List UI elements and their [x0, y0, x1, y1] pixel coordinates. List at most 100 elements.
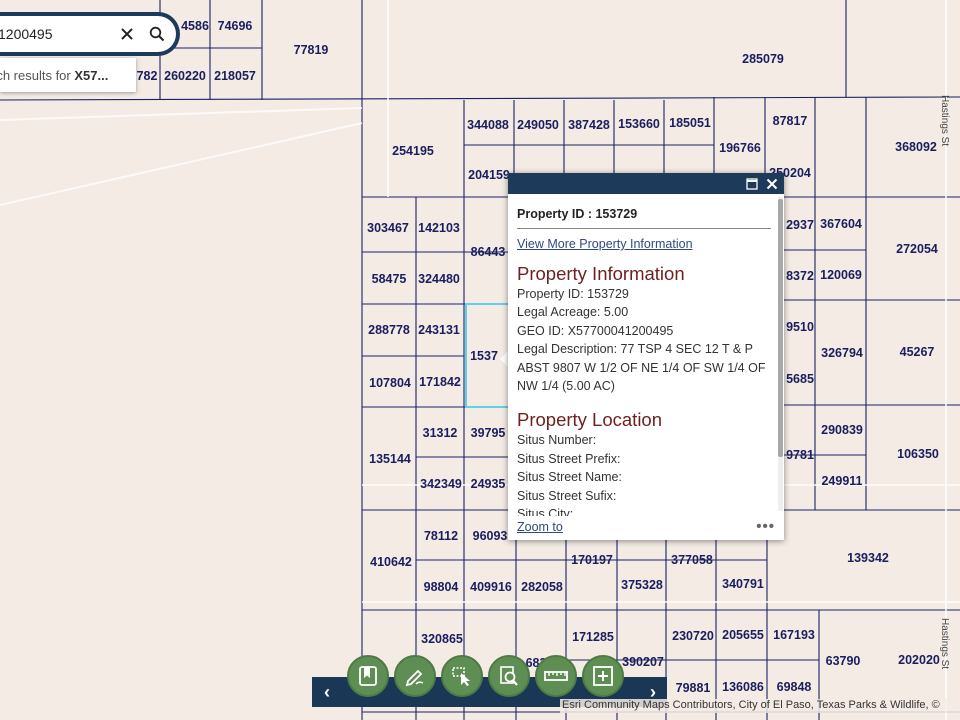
parcel-label: 4586 — [181, 19, 209, 33]
parcel-label: 9510 — [786, 320, 814, 334]
parcel-label: 63790 — [825, 654, 861, 668]
street-label: Hastings St — [939, 95, 950, 147]
add-data-widget-button[interactable] — [582, 655, 624, 697]
close-popup-button[interactable] — [764, 176, 780, 192]
parcel-label-selected: 1537 — [470, 349, 498, 363]
parcel-label: 136086 — [722, 680, 764, 694]
select-widget-button[interactable] — [441, 655, 483, 697]
close-icon — [121, 28, 133, 40]
parcel-label: 375328 — [621, 578, 663, 592]
parcel-label: 288778 — [368, 323, 410, 337]
parcel-label: 243131 — [418, 323, 460, 337]
parcel-label: 390207 — [622, 655, 664, 669]
draw-widget-button[interactable] — [394, 655, 436, 697]
property-information-heading: Property Information — [517, 263, 685, 284]
bookmark-widget-button[interactable] — [347, 655, 389, 697]
parcel-label: 139342 — [847, 551, 889, 565]
clear-search-button[interactable] — [112, 19, 142, 49]
situs-city-field: Situs City: — [517, 507, 574, 516]
parcel-label: 230720 — [672, 629, 714, 643]
parcel-label: 98804 — [423, 580, 459, 594]
pencil-icon — [405, 669, 424, 687]
parcel-label: 31312 — [422, 426, 458, 440]
parcel-label: 5685 — [786, 372, 814, 386]
popup-scrollbar-thumb[interactable] — [778, 199, 783, 457]
search-button[interactable] — [142, 19, 172, 49]
parcel-label: 86443 — [470, 245, 506, 259]
parcel-label: 8372 — [786, 269, 814, 283]
parcel-label: 320865 — [421, 632, 463, 646]
zoom-to-link[interactable]: Zoom to — [517, 519, 563, 534]
toolbar-previous-button[interactable]: ‹ — [324, 681, 330, 702]
parcel-label: 272054 — [896, 242, 938, 256]
legal-acreage-field: Legal Acreage: 5.00 — [517, 305, 629, 320]
parcel-label: 74696 — [217, 19, 253, 33]
parcel-label: 170197 — [571, 553, 613, 567]
parcel-label: 367604 — [820, 217, 862, 231]
more-actions-button[interactable]: ••• — [756, 518, 775, 535]
query-widget-button[interactable] — [488, 655, 530, 697]
parcel-label: 87817 — [772, 114, 808, 128]
parcel-label: 120069 — [820, 268, 862, 282]
suggestion-term: X57... — [74, 67, 109, 83]
search-input[interactable] — [0, 26, 112, 42]
parcel-label: 45267 — [899, 345, 935, 359]
parcel-label: 340791 — [722, 577, 764, 591]
parcel-label: 324480 — [418, 272, 460, 286]
maximize-icon — [746, 177, 758, 190]
parcel-label: 96093 — [472, 529, 508, 543]
maximize-button[interactable] — [744, 176, 760, 192]
select-cursor-icon — [452, 667, 470, 686]
parcel-label: 205655 — [722, 628, 764, 642]
parcel-label: 303467 — [367, 221, 409, 235]
parcel-label: 185051 — [669, 116, 711, 130]
street-label: Hastings St — [939, 618, 950, 670]
suggestion-prefix: rch results for — [0, 67, 75, 83]
parcel-label: 409916 — [470, 580, 512, 594]
magnify-document-icon — [500, 666, 518, 686]
toolbar-next-button[interactable]: › — [650, 681, 656, 702]
parcel-label: 249911 — [821, 474, 863, 488]
parcel-label: 78112 — [423, 529, 459, 543]
parcel-label: 282058 — [521, 580, 563, 594]
parcel-label: 377058 — [671, 553, 713, 567]
parcel-label: 410642 — [370, 555, 412, 569]
geo-id-field: GEO ID: X57700041200495 — [517, 323, 674, 338]
measure-widget-button[interactable] — [535, 655, 577, 697]
parcel-label: 167193 — [773, 628, 815, 642]
parcel-label: 153660 — [618, 117, 660, 131]
popup-header — [508, 173, 784, 194]
parcel-label: 58475 — [371, 272, 407, 286]
popup-content[interactable]: Property ID : 153729 View More Property … — [508, 194, 784, 516]
parcel-label: 9781 — [786, 448, 814, 462]
parcel-label: 368092 — [895, 140, 937, 154]
parcel-label: 249050 — [517, 118, 559, 132]
popup-title: Property ID : 153729 — [517, 207, 771, 229]
ruler-icon — [544, 671, 568, 681]
view-more-link[interactable]: View More Property Information — [517, 237, 693, 251]
parcel-label: 135144 — [369, 452, 411, 466]
parcel-label: 204159 — [468, 168, 510, 182]
add-layer-icon — [593, 666, 613, 686]
parcel-label: 254195 — [392, 144, 434, 158]
parcel-label: 290839 — [821, 423, 863, 437]
search-icon — [149, 26, 165, 42]
parcel-label: 39795 — [470, 426, 506, 440]
parcel-label: 106350 — [897, 447, 939, 461]
map-attribution: Esri Community Maps Contributors, City o… — [560, 699, 960, 713]
bookmark-icon — [359, 666, 377, 686]
parcel-label: 107804 — [369, 376, 411, 390]
search-suggestion[interactable]: rch results for X57... — [0, 58, 136, 92]
parcel-label: 202020 — [898, 653, 940, 667]
parcel-label: 344088 — [467, 118, 509, 132]
parcel-label: 196766 — [719, 141, 761, 155]
parcel-label: 260220 — [164, 69, 206, 83]
property-location-heading: Property Location — [517, 409, 663, 431]
popup-pointer — [500, 350, 509, 368]
parcel-label: 77819 — [293, 43, 329, 57]
situs-street-name-field: Situs Street Name: — [517, 470, 622, 485]
parcel-label: 24935 — [470, 477, 506, 491]
situs-number-field: Situs Number: — [517, 433, 597, 448]
parcel-label: 171285 — [572, 630, 614, 644]
